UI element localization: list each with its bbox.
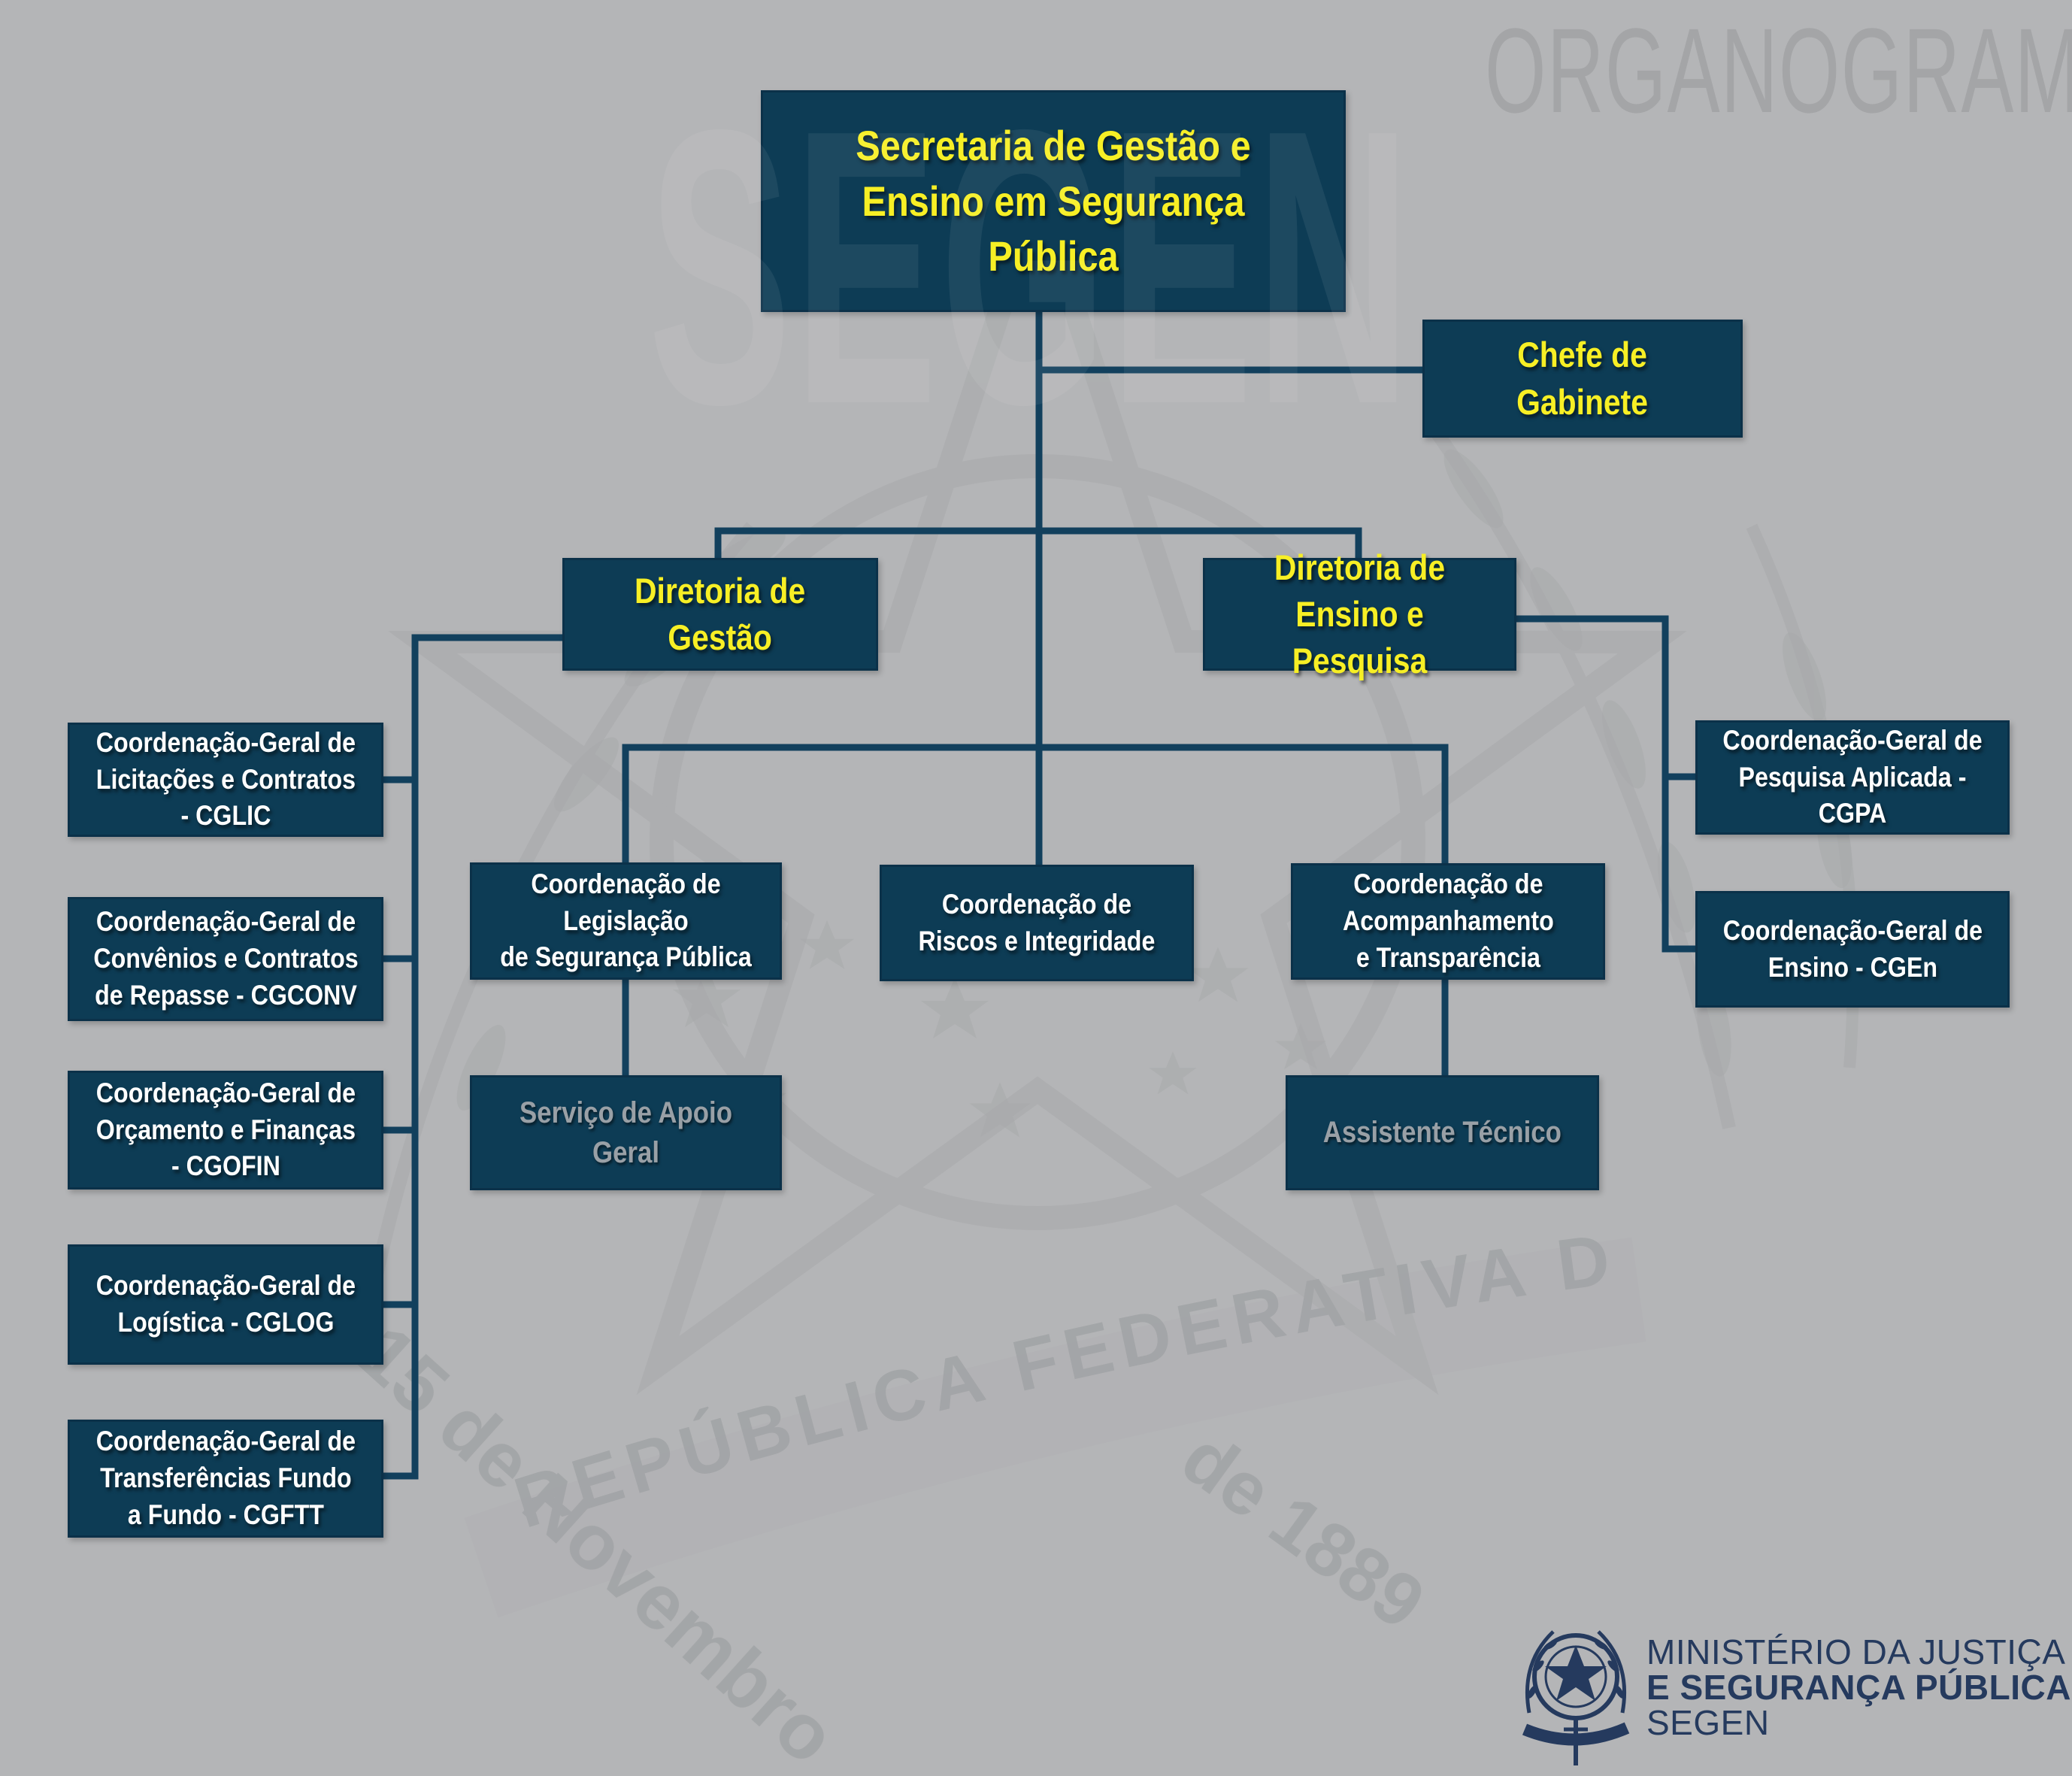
org-node-cgftt: Coordenação-Geral de Transferências Fund… [68, 1420, 383, 1538]
org-node-label: Coordenação-Geral de Transferências Fund… [95, 1426, 356, 1530]
ministry-brand-line3: SEGEN [1646, 1703, 1770, 1742]
org-node-coord-acompanhamento: Coordenação de Acompanhamento e Transpar… [1291, 863, 1605, 980]
org-node-label: Diretoria de Gestão [635, 570, 806, 657]
org-node-label: Coordenação-Geral de Orçamento e Finança… [95, 1077, 356, 1182]
org-node-label: Coordenação-Geral de Licitações e Contra… [95, 726, 356, 832]
org-node-label: Assistente Técnico [1322, 1116, 1562, 1150]
ministry-brand: MINISTÉRIO DA JUSTIÇA E SEGURANÇA PÚBLIC… [1519, 1617, 2071, 1773]
org-node-diretoria-ensino-pesquisa: Diretoria de Ensino e Pesquisa [1203, 547, 1516, 680]
org-node-cgconv: Coordenação-Geral de Convênios e Contrat… [68, 897, 383, 1021]
org-node-cgen: Coordenação-Geral de Ensino - CGEn [1695, 891, 2010, 1008]
org-node-label: Coordenação-Geral de Logística - CGLOG [95, 1270, 356, 1338]
org-node-secretaria: Secretaria de Gestão e Ensino em Seguran… [761, 90, 1346, 312]
org-node-label: Coordenação-Geral de Convênios e Contrat… [92, 906, 359, 1011]
org-node-label: Chefe de Gabinete [1516, 335, 1649, 422]
org-node-diretoria-gestao: Diretoria de Gestão [562, 558, 878, 671]
org-node-chefe-gabinete: Chefe de Gabinete [1422, 320, 1743, 438]
org-node-cglog: Coordenação-Geral de Logística - CGLOG [68, 1244, 383, 1365]
org-node-assistente-tecnico: Assistente Técnico [1286, 1075, 1599, 1190]
ministry-brand-line2: E SEGURANÇA PÚBLICA [1646, 1668, 2071, 1707]
org-node-label: Coordenação de Legislação de Segurança P… [500, 868, 752, 973]
org-node-label: Diretoria de Ensino e Pesquisa [1274, 547, 1446, 681]
org-node-cgofin: Coordenação-Geral de Orçamento e Finança… [68, 1071, 383, 1190]
org-node-label: Coordenação-Geral de Pesquisa Aplicada -… [1722, 724, 1983, 829]
ministry-brand-line1: MINISTÉRIO DA JUSTIÇA [1646, 1632, 2066, 1671]
org-node-label: Secretaria de Gestão e Ensino em Seguran… [856, 121, 1251, 280]
ministry-coat-of-arms-icon [1522, 1630, 1630, 1765]
org-node-cglic: Coordenação-Geral de Licitações e Contra… [68, 723, 383, 837]
org-node-cgpa: Coordenação-Geral de Pesquisa Aplicada -… [1695, 720, 2010, 835]
org-node-label: Serviço de Apoio Geral [520, 1096, 732, 1169]
org-node-label: Coordenação de Riscos e Integridade [918, 888, 1156, 956]
org-node-coord-legislacao: Coordenação de Legislação de Segurança P… [470, 862, 782, 980]
org-node-coord-riscos: Coordenação de Riscos e Integridade [880, 865, 1194, 981]
org-node-label: Coordenação-Geral de Ensino - CGEn [1722, 914, 1983, 983]
org-node-label: Coordenação de Acompanhamento e Transpar… [1342, 868, 1554, 973]
page-title-watermark: ORGANOGRAMA [1485, 3, 2072, 138]
org-node-servico-apoio-geral: Serviço de Apoio Geral [470, 1075, 782, 1190]
